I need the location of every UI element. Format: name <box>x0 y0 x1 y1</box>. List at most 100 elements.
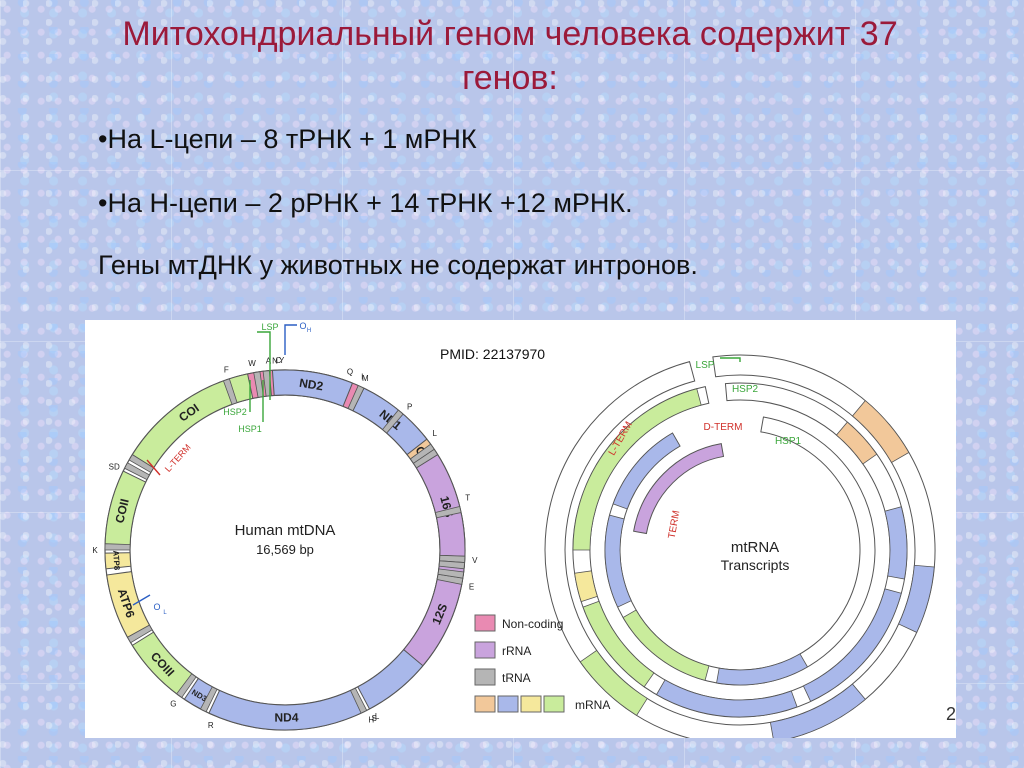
legend-label: tRNA <box>502 671 531 685</box>
trna-letter: V <box>472 556 478 565</box>
transcript-band <box>851 400 910 464</box>
trna-mark <box>381 409 404 434</box>
trna-letter: I <box>361 372 363 381</box>
trna-mark <box>199 686 218 713</box>
right-hsp2-label: HSP2 <box>732 384 759 395</box>
transcript-band <box>612 432 681 510</box>
legend-label: Non-coding <box>502 617 563 631</box>
trna-letter: Q <box>347 367 353 376</box>
segment-label-nd2: ND2 <box>298 376 324 394</box>
right-center-subtitle: Transcripts <box>721 557 790 573</box>
human-mtdna-map: D-LoopCyt bND6ND5ND4ND3COIIIATP6ATP8COII… <box>92 321 478 731</box>
segment-nd2 <box>271 369 354 407</box>
segment-12s <box>403 562 465 667</box>
transcript-band <box>582 600 655 688</box>
transcript-band <box>604 514 632 608</box>
transcript-band <box>716 653 809 686</box>
trna-mark <box>349 687 368 714</box>
trna-mark <box>437 568 465 579</box>
transcript-band <box>898 564 935 633</box>
segment-coii <box>104 470 147 548</box>
mtdna-diagram: D-LoopCyt bND6ND5ND4ND3COIIIATP6ATP8COII… <box>92 321 936 738</box>
legend-swatch <box>474 641 496 659</box>
segment-coiii <box>131 631 195 697</box>
trna-letter: H <box>368 715 374 724</box>
right-hsp1-label: HSP1 <box>775 436 802 447</box>
segment-label-atp8: ATP8 <box>111 550 121 571</box>
trna-letter: N <box>272 356 278 365</box>
rrna-transcript <box>633 443 725 535</box>
pmid-label: PMID: 22137970 <box>440 346 546 362</box>
ol-label: O <box>153 602 160 612</box>
trna-mark <box>127 624 153 644</box>
right-lsp-label: LSP <box>696 360 715 371</box>
slide-title: Митохондриальный геном человека содержит… <box>122 15 898 97</box>
oh-label: O <box>299 321 306 331</box>
legend-swatch <box>474 614 496 632</box>
trna-letter: F <box>224 365 229 374</box>
oh-arrow <box>284 324 297 355</box>
transcript-band <box>884 506 908 580</box>
bullet-l-strand: •На L-цепи – 8 тРНК + 1 мРНК <box>98 124 477 154</box>
right-lsp-arrow <box>720 357 741 362</box>
legend-swatch <box>474 668 496 686</box>
oh-subscript: H <box>307 328 311 334</box>
transcript-band <box>769 683 866 738</box>
page-number: 2 <box>946 704 957 724</box>
trna-letter: SD <box>109 463 120 472</box>
trna-mark <box>124 462 150 481</box>
trna-mark <box>438 560 465 570</box>
trna-mark <box>176 673 197 699</box>
transcript-band <box>622 609 710 681</box>
hsp2-label: HSP2 <box>223 407 247 417</box>
transcript-band <box>574 570 598 603</box>
transcript-band <box>802 588 902 702</box>
trna-mark <box>347 385 365 412</box>
statement-no-introns: Гены мтДНК у животных не содержат интрон… <box>98 250 698 280</box>
segment-coi <box>131 373 254 469</box>
trna-letter: C <box>275 356 281 365</box>
right-center-title: mtRNA <box>731 539 779 556</box>
right-term-label: TERM <box>667 510 683 540</box>
trna-letter: W <box>248 359 256 368</box>
legend-swatch <box>520 695 542 713</box>
legend-swatch <box>474 695 496 713</box>
left-center-title: Human mtDNA <box>235 522 336 539</box>
trna-letter: L <box>432 429 437 438</box>
legend-swatch <box>543 695 565 713</box>
left-center-subtitle: 16,569 bp <box>256 542 314 557</box>
trna-letter: M <box>362 374 369 383</box>
segment-atp8 <box>104 552 132 570</box>
trna-letter: L <box>375 712 380 721</box>
mtrna-transcripts-map: mtRNATranscriptsLSPHSP2D-TERMHSP1L-TERMT… <box>544 354 936 738</box>
transcript-band <box>579 649 648 716</box>
trna-letter: G <box>170 700 176 709</box>
segment-label-coii: COII <box>112 497 131 524</box>
legend-label: rRNA <box>502 644 531 658</box>
ol-arrow <box>132 594 151 606</box>
transcript-band <box>835 421 878 465</box>
bullet-h-strand: •На Н-цепи – 2 рРНК + 14 тРНК +12 мРНК. <box>98 188 633 218</box>
trna-letter: E <box>469 582 474 591</box>
segment-nd4 <box>208 688 365 731</box>
transcript-band <box>655 679 798 718</box>
segment-label-nd4: ND4 <box>274 710 298 724</box>
trna-letter: S <box>372 714 377 723</box>
trna-letter: A <box>266 357 272 366</box>
ol-subscript: L <box>163 610 167 616</box>
trna-letter: Y <box>279 356 285 365</box>
segment-atp6 <box>106 571 151 638</box>
right-dterm-label: D-TERM <box>704 422 743 433</box>
trna-letter: R <box>208 721 214 730</box>
trna-letter: T <box>465 494 470 503</box>
trna-mark <box>436 573 464 585</box>
trna-mark <box>222 378 238 405</box>
hsp1-label: HSP1 <box>238 424 262 434</box>
legend-swatch <box>497 695 519 713</box>
trna-letter: K <box>92 546 98 555</box>
trna-letter: P <box>407 403 412 412</box>
mtdna-figure: PMID: 22137970 D-LoopCyt bND6ND5ND4ND3CO… <box>85 320 956 738</box>
trna-mark <box>412 448 439 469</box>
transcript-band <box>572 388 702 551</box>
